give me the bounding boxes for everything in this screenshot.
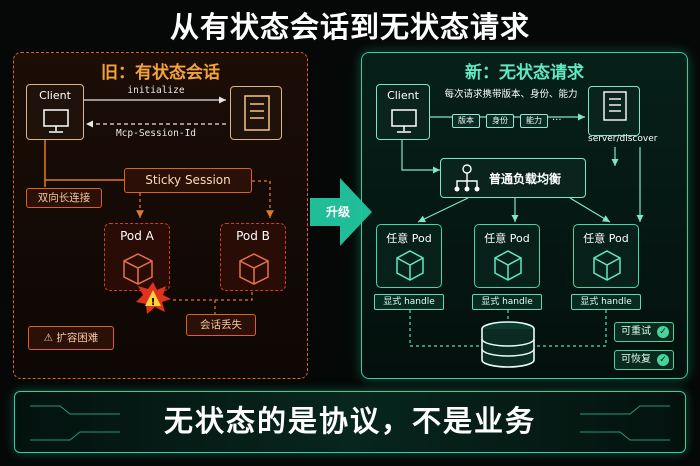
server-icon <box>603 91 627 121</box>
upgrade-label: 升级 <box>325 205 350 219</box>
client-sticky-line <box>44 140 124 181</box>
scaling-difficult-tag: ⚠ 扩容困难 <box>28 326 114 350</box>
any-pod-label: 任意 Pod <box>386 232 432 245</box>
any-pod-label: 任意 Pod <box>484 232 530 245</box>
load-balancer-box: 普通负载均衡 <box>440 158 586 198</box>
load-balancer-label: 普通负载均衡 <box>489 172 562 186</box>
page-title: 从有状态会话到无状态请求 <box>169 10 530 44</box>
cube-icon <box>396 250 424 281</box>
monitor-icon <box>43 109 69 133</box>
check-icon: ✓ <box>657 354 669 366</box>
check-icon: ✓ <box>657 326 669 338</box>
new-server-box <box>588 86 640 136</box>
server-discover-label: server/discover <box>588 134 658 144</box>
cube-icon <box>123 253 153 285</box>
upgrade-arrow <box>310 178 372 246</box>
retryable-label: 可重试 <box>621 326 651 337</box>
bidirectional-connection-tag: 双向长连接 <box>26 188 102 208</box>
chip-identity: 身份 <box>486 114 514 128</box>
old-server-box <box>230 86 282 140</box>
recoverable-label: 可恢复 <box>621 354 651 365</box>
any-pod-1: 任意 Pod <box>376 224 442 288</box>
warning-burst-icon: ! <box>136 282 171 314</box>
new-panel-title: 新：无状态请求 <box>465 63 584 83</box>
any-pod-label: 任意 Pod <box>583 232 629 245</box>
old-client-label: Client <box>39 89 71 102</box>
server-icon <box>244 95 270 131</box>
explicit-handle-3: 显式 handle <box>571 294 641 310</box>
initialize-label: initialize <box>127 85 185 96</box>
recoverable-badge: 可恢复 ✓ <box>614 350 674 370</box>
conclusion-text: 无状态的是协议，不是业务 <box>163 404 536 438</box>
sticky-session-badge: Sticky Session <box>124 168 252 193</box>
explicit-handle-1: 显式 handle <box>374 294 444 310</box>
old-panel-title: 旧：有状态会话 <box>101 63 220 83</box>
chip-ellipsis: ... <box>552 112 562 123</box>
session-id-label: Mcp-Session-Id <box>115 128 197 139</box>
explicit-handle-2: 显式 handle <box>472 294 542 310</box>
new-client-label: Client <box>387 89 419 102</box>
old-client-box: Client <box>26 84 84 140</box>
pod-a: Pod A <box>104 223 170 291</box>
database-icon <box>481 321 535 368</box>
any-pod-2: 任意 Pod <box>474 224 540 288</box>
pod-b: Pod B <box>220 223 286 291</box>
chip-capability: 能力 <box>520 114 548 128</box>
any-pod-3: 任意 Pod <box>573 224 639 288</box>
new-client-box: Client <box>376 84 430 140</box>
svg-text:!: ! <box>151 297 156 308</box>
chip-version: 版本 <box>452 114 480 128</box>
cube-icon <box>593 250 621 281</box>
monitor-icon <box>391 109 417 133</box>
session-lost-tag: 会话丢失 <box>186 314 256 336</box>
carry-context-label: 每次请求携带版本、身份、能力 <box>444 89 578 100</box>
retryable-badge: 可重试 ✓ <box>614 322 674 342</box>
pod-b-label: Pod B <box>236 229 270 243</box>
conclusion-banner <box>14 391 686 453</box>
scaling-difficult-label: 扩容困难 <box>56 332 99 344</box>
load-balancer-icon <box>454 164 480 192</box>
warning-icon: ⚠ <box>43 332 57 344</box>
pod-a-label: Pod A <box>120 229 154 243</box>
cube-icon <box>239 253 269 285</box>
cube-icon <box>494 250 522 281</box>
